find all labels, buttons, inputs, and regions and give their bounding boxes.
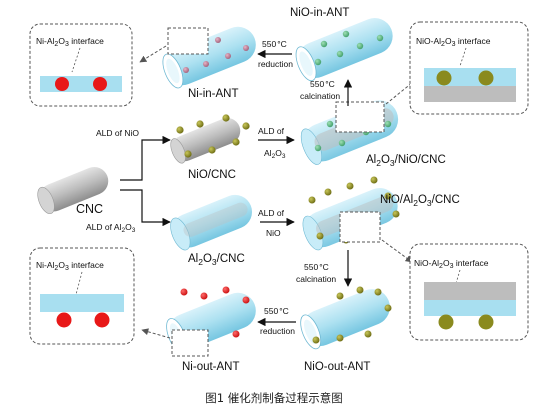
al2o3-cnc-label: Al2O3/CNC bbox=[188, 253, 245, 267]
arrow-cnc-to-al2o3 bbox=[120, 189, 171, 227]
step-reduction-bottom: reduction bbox=[260, 326, 295, 336]
nio-in-ant-particles bbox=[314, 30, 384, 66]
arrow-cnc-to-nio bbox=[120, 135, 171, 181]
zoom-region-bottom-right bbox=[339, 211, 381, 243]
figure-caption: 图1 催化剂制备过程示意图 bbox=[205, 391, 343, 405]
zoom-arrow-top-right bbox=[385, 77, 419, 105]
step-calc-temp-top: 550°C bbox=[310, 79, 335, 89]
step-ald-nio: ALD of NiO bbox=[96, 128, 139, 138]
step-temp-reduction-top: 550°C bbox=[262, 39, 287, 49]
step-calcination-bottom: calcination bbox=[296, 274, 336, 284]
nio-in-ant-tube bbox=[295, 18, 393, 82]
inset-nio-interface-top: NiO-Al2O3 interface bbox=[409, 21, 529, 115]
zoom-region-top-right bbox=[335, 101, 385, 133]
step-ald-of-a: ALD of bbox=[258, 126, 285, 136]
inset-ni-bottom-title: Ni-Al2O3 interface bbox=[36, 260, 104, 272]
nio-particles bbox=[176, 114, 250, 158]
step-reduction-top: reduction bbox=[258, 59, 293, 69]
step-calcination-top: calcination bbox=[300, 91, 340, 101]
step-ald-al2o3: ALD of Al2O3 bbox=[86, 222, 136, 234]
cnc-rod bbox=[37, 167, 109, 215]
step-calc-temp-bottom: 550°C bbox=[304, 262, 329, 272]
inset-nio-interface-bottom: NiO-Al2O3 interface bbox=[409, 243, 529, 341]
nio-cnc-rod bbox=[170, 118, 241, 164]
inset-ni-interface-bottom: Ni-Al2O3 interface bbox=[29, 247, 135, 345]
nio-out-ant-label: NiO-out-ANT bbox=[304, 361, 370, 373]
zoom-arrow-bottom-right bbox=[381, 239, 413, 263]
inset-nio-bottom-title: NiO-Al2O3 interface bbox=[414, 258, 489, 270]
step-ald-of-b: ALD of bbox=[258, 208, 285, 218]
al2o3-nio-cnc-label: Al2O3/NiO/CNC bbox=[366, 154, 446, 168]
zoom-arrow-bottom-left bbox=[141, 328, 171, 339]
step-al2o3-a: Al2O3 bbox=[264, 148, 286, 160]
nio-cnc-label: NiO/CNC bbox=[188, 169, 236, 181]
cnc-label: CNC bbox=[76, 202, 103, 216]
zoom-arrow-top-left bbox=[139, 45, 167, 63]
inset-ni-interface-top: Ni-Al2O3 interface bbox=[29, 23, 133, 107]
preparation-schematic: CNC ALD of NiO ALD of Al2O3 NiO/CNC ALD … bbox=[29, 7, 529, 373]
al2o3-cnc-rod bbox=[170, 194, 253, 251]
nio-in-ant-label: NiO-in-ANT bbox=[290, 7, 349, 19]
nio-out-ant-particles bbox=[312, 286, 392, 344]
inset-ni-top-title: Ni-Al2O3 interface bbox=[36, 36, 104, 48]
inset-nio-top-title: NiO-Al2O3 interface bbox=[416, 36, 491, 48]
nio-al2o3-cnc-label: NiO/Al2O3/CNC bbox=[380, 194, 460, 208]
zoom-region-top-left bbox=[167, 27, 209, 55]
ni-in-ant-label: Ni-in-ANT bbox=[188, 88, 238, 100]
step-temp-reduction-bottom: 550°C bbox=[264, 306, 289, 316]
step-nio-b: NiO bbox=[266, 228, 281, 238]
ni-out-ant-label: Ni-out-ANT bbox=[182, 361, 240, 373]
zoom-region-bottom-left bbox=[171, 329, 209, 357]
